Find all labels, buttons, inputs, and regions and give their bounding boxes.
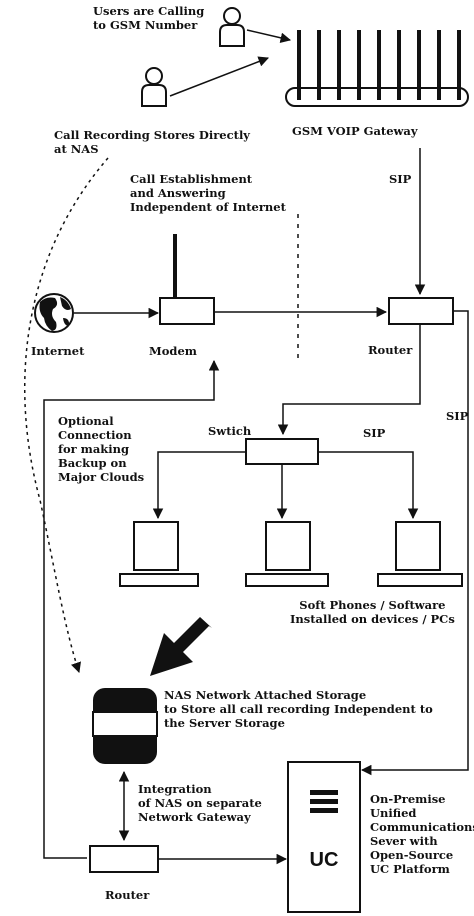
nas-pointer-arrow — [150, 617, 212, 676]
gsm-voip-gateway-icon — [285, 30, 469, 107]
nas-line-2: to Store all call recording Independent … — [164, 702, 433, 716]
nas-storage-icon — [92, 688, 158, 764]
integration-line-2: of NAS on separate — [138, 796, 262, 810]
on-premise-line-2: Unified — [370, 806, 417, 820]
call-establishment-label: Call Establishment and Answering Indepen… — [130, 172, 286, 214]
call-recording-line-1: Call Recording Stores Directly — [54, 128, 250, 142]
call-recording-label: Call Recording Stores Directly at NAS — [54, 128, 250, 156]
call-establishment-line-2: and Answering — [130, 186, 226, 200]
user-icon-2 — [141, 67, 167, 107]
on-premise-label: On-Premise Unified Communications Sever … — [370, 792, 474, 876]
optional-line-4: Backup on — [58, 456, 127, 470]
call-establishment-line-3: Independent of Internet — [130, 200, 286, 214]
integration-label: Integration of NAS on separate Network G… — [138, 782, 262, 824]
arrow-user2-gateway — [169, 56, 269, 97]
on-premise-line-4: Sever with — [370, 834, 438, 848]
optional-line-1: Optional — [58, 414, 114, 428]
on-premise-line-5: Open-Source — [370, 848, 454, 862]
link-router-switch — [277, 324, 421, 436]
on-premise-line-1: On-Premise — [370, 792, 446, 806]
call-establishment-line-1: Call Establishment — [130, 172, 253, 186]
sip-gateway-router-label: SIP — [389, 172, 412, 186]
switch-label: Swtich — [208, 424, 252, 438]
modem-icon — [159, 234, 215, 325]
on-premise-line-3: Communications — [370, 820, 474, 834]
call-recording-line-2: at NAS — [54, 142, 99, 156]
user-icon-1 — [219, 7, 245, 47]
integration-line-3: Network Gateway — [138, 810, 251, 824]
soft-phones-label: Soft Phones / Software Installed on devi… — [290, 598, 455, 626]
gateway-label: GSM VOIP Gateway — [292, 124, 418, 138]
router-bottom-label: Router — [105, 888, 150, 902]
internet-label: Internet — [31, 344, 85, 358]
nas-line-3: the Server Storage — [164, 716, 285, 730]
users-calling-line-2: to GSM Number — [93, 18, 198, 32]
modem-label: Modem — [149, 344, 197, 358]
link-modem-router-bottom — [43, 359, 220, 859]
on-premise-line-6: UC Platform — [370, 862, 450, 876]
optional-line-5: Major Clouds — [58, 470, 145, 484]
uc-logo-text: UC — [310, 849, 339, 871]
integration-line-1: Integration — [138, 782, 212, 796]
soft-phones-line-1: Soft Phones / Software — [299, 598, 446, 612]
soft-phones-line-2: Installed on devices / PCs — [290, 612, 455, 626]
users-calling-line-1: Users are Calling — [93, 4, 205, 18]
pc-icon-1 — [119, 521, 199, 587]
switch-icon — [245, 438, 319, 465]
uc-server-icon — [287, 761, 361, 913]
router-bottom-icon — [89, 845, 159, 873]
sip-switch-label: SIP — [363, 426, 386, 440]
arrow-user1-gateway — [246, 29, 292, 43]
nas-label: NAS Network Attached Storage to Store al… — [164, 688, 433, 730]
pc-icon-3 — [377, 521, 463, 587]
router-top-icon — [388, 297, 454, 325]
router-top-label: Router — [368, 343, 413, 357]
optional-line-2: Connection — [58, 428, 132, 442]
switch-to-pcs-links — [152, 451, 419, 520]
pc-icon-2 — [245, 521, 329, 587]
optional-connection-label: Optional Connection for making Backup on… — [58, 414, 144, 484]
globe-icon — [34, 293, 74, 333]
sip-right-label: SIP — [446, 409, 469, 423]
optional-line-3: for making — [58, 442, 130, 456]
nas-line-1: NAS Network Attached Storage — [164, 688, 367, 702]
link-router-ucserver — [360, 310, 469, 776]
users-calling-label: Users are Calling to GSM Number — [93, 4, 204, 32]
